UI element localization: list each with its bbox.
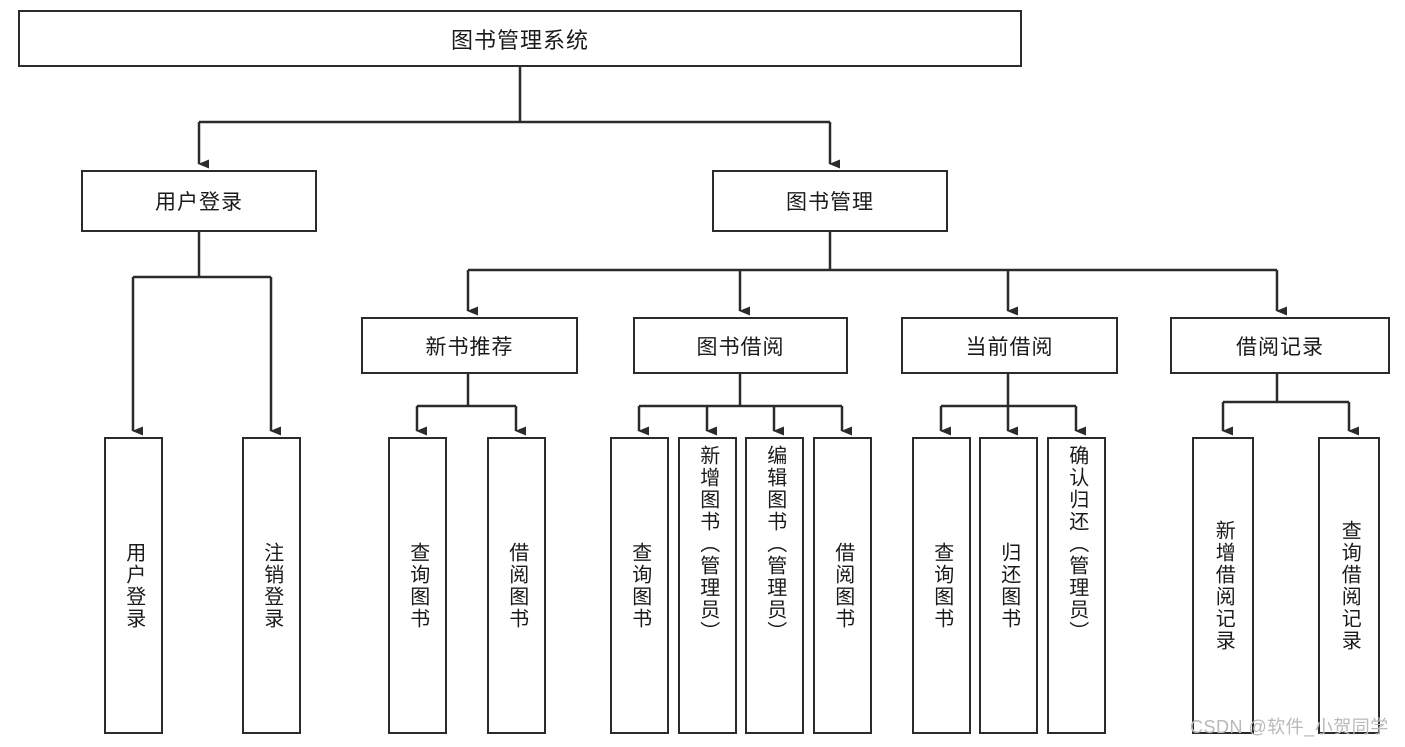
leaf-label: 新增图书（管理员） xyxy=(696,445,719,643)
node-label: 图书借阅 xyxy=(696,335,785,359)
leaf-user-login-logout[interactable]: 注销登录 xyxy=(242,437,301,734)
leaf-new-book-borrow-books[interactable]: 借阅图书 xyxy=(487,437,546,734)
leaf-label: 编辑图书（管理员） xyxy=(763,445,786,643)
leaf-label: 确认归还（管理员） xyxy=(1065,445,1088,643)
node-book-borrow[interactable]: 图书借阅 xyxy=(633,317,848,374)
node-label: 当前借阅 xyxy=(965,335,1054,359)
leaf-label: 借阅图书 xyxy=(831,541,854,630)
leaf-label: 借阅图书 xyxy=(505,541,528,630)
leaf-user-login-login[interactable]: 用户登录 xyxy=(104,437,163,734)
node-new-book-recommend[interactable]: 新书推荐 xyxy=(361,317,578,374)
leaf-book-borrow-query-books[interactable]: 查询图书 xyxy=(610,437,669,734)
leaf-current-borrow-confirm-return-admin[interactable]: 确认归还（管理员） xyxy=(1047,437,1106,734)
leaf-label: 查询借阅记录 xyxy=(1338,519,1361,652)
node-book-management[interactable]: 图书管理 xyxy=(712,170,948,232)
leaf-label: 归还图书 xyxy=(997,541,1020,630)
leaf-new-book-query-books[interactable]: 查询图书 xyxy=(388,437,447,734)
leaf-label: 查询图书 xyxy=(628,541,651,630)
leaf-book-borrow-borrow-books[interactable]: 借阅图书 xyxy=(813,437,872,734)
node-borrow-records[interactable]: 借阅记录 xyxy=(1170,317,1390,374)
leaf-current-borrow-return-books[interactable]: 归还图书 xyxy=(979,437,1038,734)
leaf-label: 新增借阅记录 xyxy=(1212,519,1235,652)
leaf-label: 查询图书 xyxy=(406,541,429,630)
node-label: 图书管理 xyxy=(786,191,874,214)
leaf-label: 用户登录 xyxy=(122,541,145,630)
node-root-book-management-system[interactable]: 图书管理系统 xyxy=(18,10,1022,67)
csdn-watermark: CSDN @软件_小贺同学 xyxy=(1190,717,1389,737)
node-label: 新书推荐 xyxy=(425,335,514,359)
leaf-book-borrow-add-book-admin[interactable]: 新增图书（管理员） xyxy=(678,437,737,734)
leaf-label: 注销登录 xyxy=(260,541,283,630)
node-label: 借阅记录 xyxy=(1236,335,1324,359)
node-label: 图书管理系统 xyxy=(450,27,589,53)
node-label: 用户登录 xyxy=(155,191,243,214)
leaf-borrow-records-query-record[interactable]: 查询借阅记录 xyxy=(1318,437,1380,734)
node-current-borrow[interactable]: 当前借阅 xyxy=(901,317,1118,374)
leaf-label: 查询图书 xyxy=(930,541,953,630)
node-user-login[interactable]: 用户登录 xyxy=(81,170,317,232)
leaf-current-borrow-query-books[interactable]: 查询图书 xyxy=(912,437,971,734)
leaf-book-borrow-edit-book-admin[interactable]: 编辑图书（管理员） xyxy=(745,437,804,734)
leaf-borrow-records-add-record[interactable]: 新增借阅记录 xyxy=(1192,437,1254,734)
